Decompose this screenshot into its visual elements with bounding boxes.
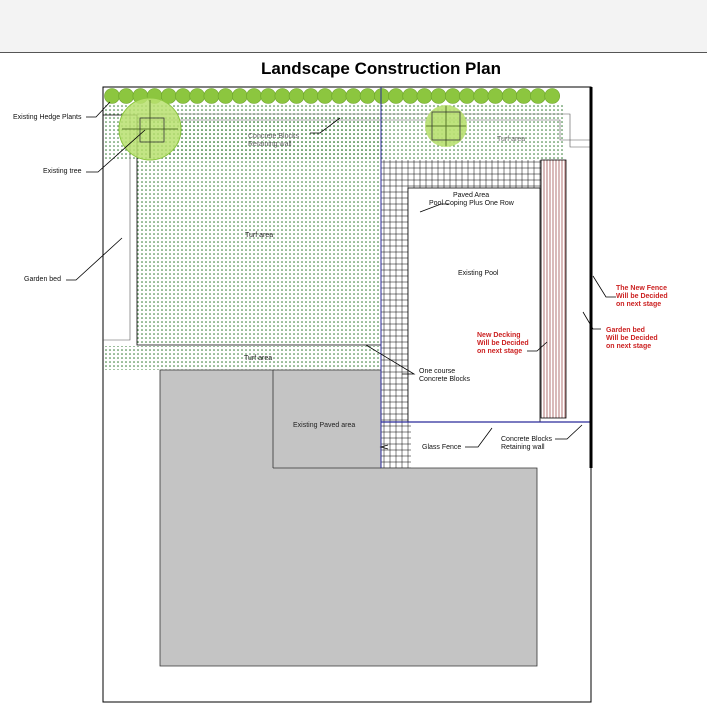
turf-area-strip	[105, 346, 381, 370]
label-existing-pool: Existing Pool	[458, 270, 499, 277]
label-existing-hedge: Existing Hedge Plants	[13, 114, 82, 121]
hedge-plant-icon	[530, 88, 546, 104]
hedge-plant-icon	[487, 88, 504, 104]
hedge-plant-icon	[104, 88, 120, 104]
label-new-fence-1: The New Fence	[616, 285, 667, 292]
label-paved-area-2: Pool Coping Plus One Row	[429, 200, 515, 207]
top-wall-outline-2	[137, 113, 590, 148]
hedge-plant-icon	[473, 88, 490, 104]
hedge-plant-icon	[288, 88, 305, 104]
top-toolbar	[0, 0, 707, 53]
label-new-decking-2: Will be Decided	[477, 340, 529, 347]
hedge-plant-icon	[402, 88, 419, 104]
hedge-plant-icon	[232, 88, 248, 104]
hedge-plant-icon	[217, 88, 234, 104]
hedge-plant-icon	[388, 88, 404, 104]
paved-tile-left	[381, 160, 408, 422]
plan-title: Landscape Construction Plan	[261, 59, 501, 78]
label-garden-bed-right-2: Will be Decided	[606, 335, 658, 342]
hedge-plant-icon	[246, 88, 262, 104]
hedge-plant-icon	[416, 88, 433, 104]
paved-tile-bottom	[381, 422, 411, 468]
hedge-plant-icon	[260, 88, 277, 104]
label-garden-bed-right-1: Garden bed	[606, 327, 645, 334]
hedge-plant-icon	[175, 88, 191, 104]
label-new-fence-3: on next stage	[616, 301, 661, 308]
hedge-plant-icon	[515, 88, 532, 104]
leader-lines	[66, 101, 616, 448]
label-turf-area-top-right: Turf area	[497, 136, 525, 143]
hedge-plant-icon	[302, 88, 319, 104]
label-turf-area-strip: Turf area	[244, 355, 272, 362]
label-glass-fence: Glass Fence	[422, 444, 461, 451]
hedge-plant-icon	[118, 88, 134, 104]
label-paved-area-1: Paved Area	[453, 192, 489, 199]
label-concrete-blocks-right-2: Retaining wall	[501, 444, 545, 451]
hedge-plant-icon	[345, 88, 362, 104]
existing-tree-left	[118, 97, 182, 161]
label-existing-tree: Existing tree	[43, 168, 82, 175]
new-decking	[540, 159, 567, 419]
label-garden-bed-right-3: on next stage	[606, 343, 651, 350]
hedge-plant-icon	[373, 88, 390, 104]
hedge-row	[104, 88, 561, 104]
hedge-plant-icon	[189, 88, 205, 104]
hedge-plant-icon	[274, 88, 291, 104]
top-wall-outline	[137, 119, 590, 141]
label-concrete-blocks-top-2: Retaining wall	[248, 141, 292, 148]
hedge-plant-icon	[317, 88, 333, 104]
label-new-decking-1: New Decking	[477, 332, 521, 339]
hedge-plant-icon	[459, 88, 475, 104]
hedge-plant-icon	[501, 88, 518, 104]
hedge-plant-icon	[203, 88, 220, 104]
turf-area-main	[137, 115, 381, 345]
hedge-plant-icon	[430, 88, 447, 104]
glass-fence-arrow	[379, 444, 389, 450]
label-turf-area-main: Turf area	[245, 232, 273, 239]
hedge-plant-icon	[544, 88, 561, 104]
hedge-plant-icon	[359, 88, 376, 104]
label-new-fence-2: Will be Decided	[616, 293, 668, 300]
label-one-course-2: Concrete Blocks	[419, 376, 470, 383]
label-existing-paved: Existing Paved area	[293, 422, 355, 429]
label-new-decking-3: on next stage	[477, 348, 522, 355]
label-concrete-blocks-top-1: Concrete Blocks	[248, 133, 299, 140]
label-garden-bed-left: Garden bed	[24, 276, 61, 283]
existing-pool	[407, 187, 541, 423]
garden-bed-left-outline	[103, 110, 131, 341]
label-one-course-1: One course	[419, 368, 455, 375]
hedge-plant-icon	[331, 88, 348, 104]
existing-tree-right	[425, 105, 467, 147]
hedge-plant-icon	[444, 88, 461, 104]
label-concrete-blocks-right-1: Concrete Blocks	[501, 436, 552, 443]
